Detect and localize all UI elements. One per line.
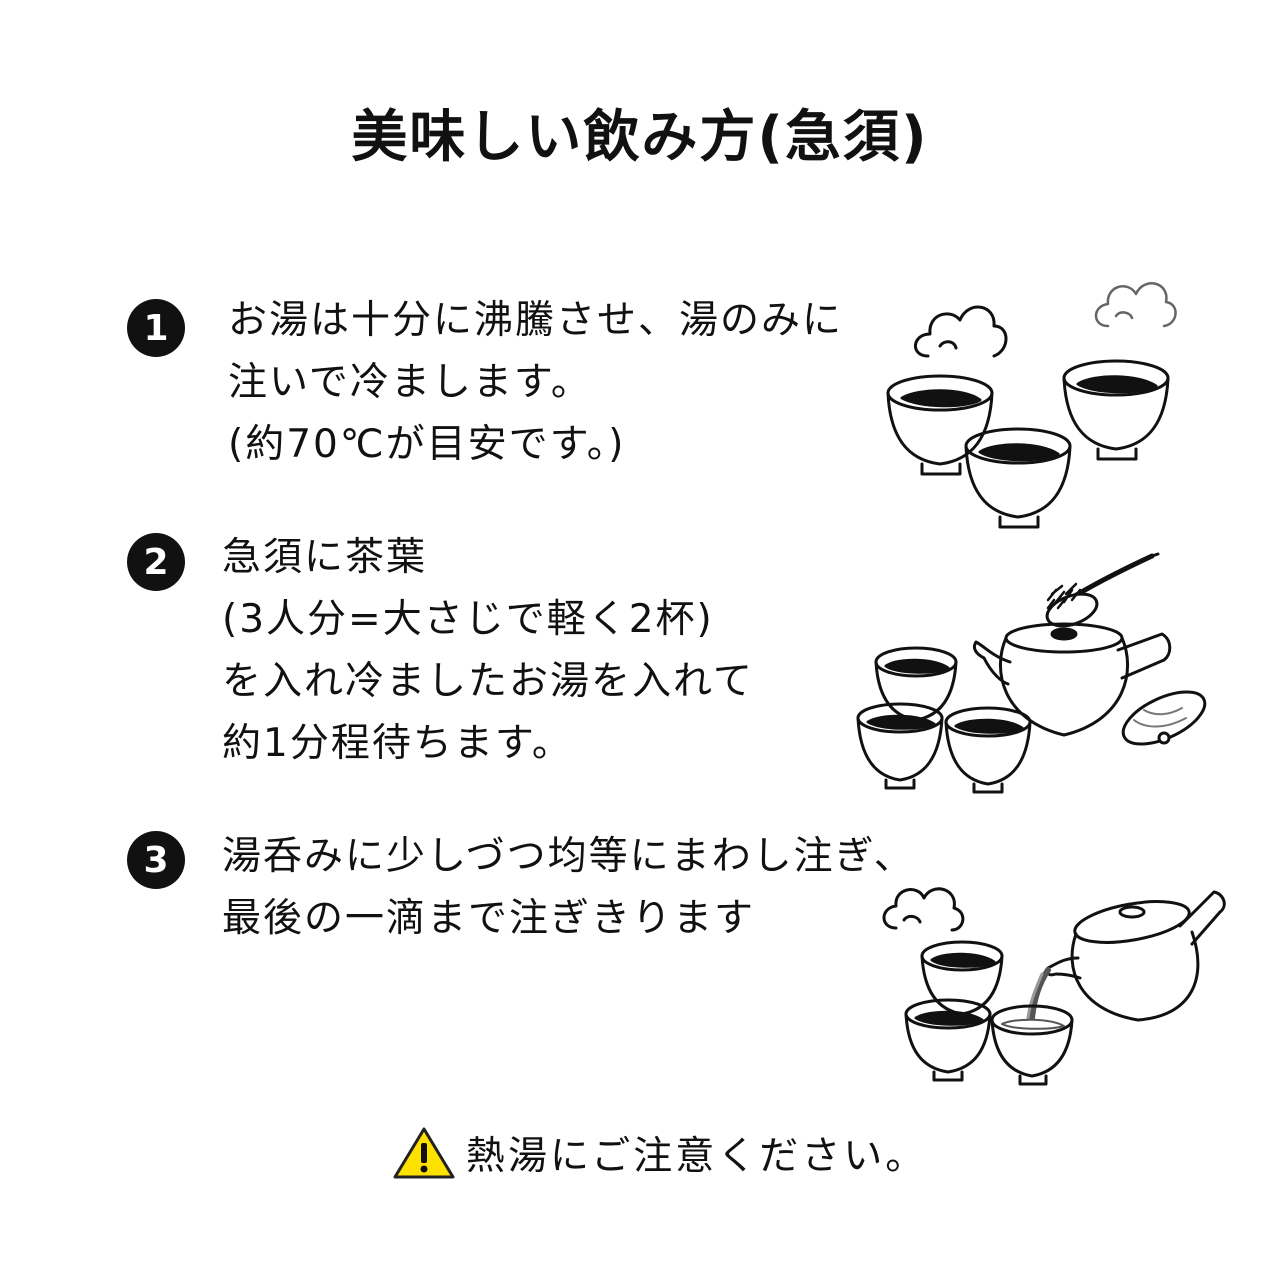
step-text-line: 最後の一滴まで注ぎきります: [222, 896, 756, 941]
warning-text: 熱湯にご注意ください。: [466, 1134, 928, 1179]
warning-notice: 熱湯にご注意ください。: [392, 1122, 927, 1184]
step-3: 3 湯呑みに少しづつ均等にまわし注ぎ、 最後の一滴まで注ぎきります: [0, 826, 1280, 1076]
step-number-badge: 3: [127, 831, 185, 889]
teapot-with-leaves-icon: [856, 552, 1207, 794]
step-text-line: 約1分程待ちます。: [222, 721, 573, 766]
step-text-line: 注いで冷まします。: [228, 360, 592, 405]
step-text-line: 急須に茶葉: [222, 535, 428, 580]
step-2: 2 急須に茶葉 (3人分=大さじで軽く2杯) を入れ冷ましたお湯を入れて 約1分…: [0, 527, 1280, 777]
warning-triangle-icon: [393, 1127, 455, 1179]
cooling-teacups-icon: [886, 282, 1177, 529]
step-text-line: (約70℃が目安です。): [228, 422, 626, 467]
page-title: 美味しい飲み方(急須): [351, 105, 929, 170]
pouring-teapot-icon: [882, 887, 1226, 1086]
step-number-badge: 2: [127, 533, 185, 591]
step-text-line: 湯呑みに少しづつ均等にまわし注ぎ、: [222, 834, 915, 879]
step-text-line: お湯は十分に沸騰させ、湯のみに: [228, 298, 844, 343]
step-text-line: (3人分=大さじで軽く2杯): [222, 597, 714, 642]
step-1: 1 お湯は十分に沸騰させ、湯のみに 注いで冷まします。 (約70℃が目安です。): [0, 290, 1280, 540]
step-text-line: を入れ冷ましたお湯を入れて: [222, 659, 754, 704]
step-number-badge: 1: [127, 299, 185, 357]
